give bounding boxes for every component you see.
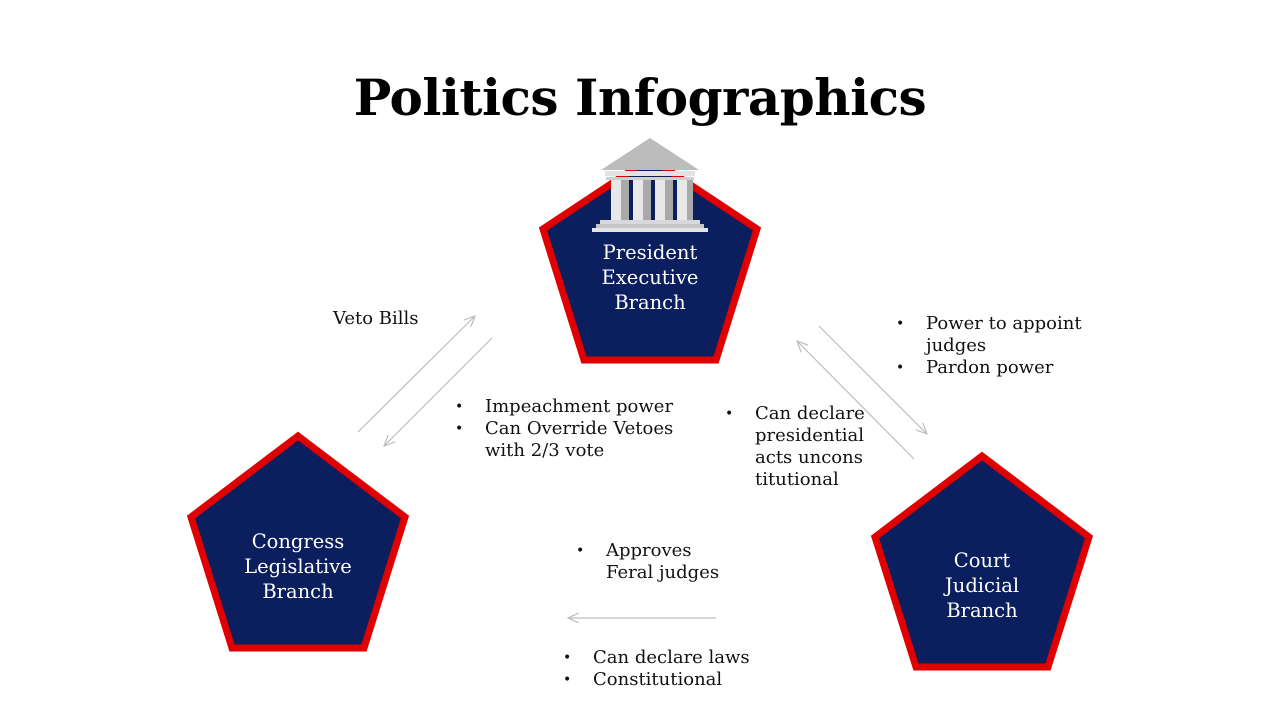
government-building-icon (592, 138, 708, 232)
judicial-pentagon (870, 451, 1094, 671)
executive-pentagon (538, 153, 762, 364)
executive-label: President Executive Branch (601, 241, 699, 314)
arrow-president-to-congress (384, 337, 493, 446)
list-item: Impeachment power (455, 396, 685, 418)
court-to-congress-list: Can declare laws Constitutional (563, 647, 783, 691)
legislative-label: Congress Legislative Branch (244, 530, 352, 603)
list-item: Can Override Vetoes with 2/3 vote (455, 418, 685, 462)
arrow-president-to-court (818, 325, 927, 434)
court-to-president-list: Can declare presidential acts unconstitu… (725, 403, 867, 491)
veto-bills-label: Veto Bills (333, 308, 419, 329)
list-item: Can declare laws (563, 647, 783, 669)
list-item: Power to appoint judges (896, 313, 1096, 357)
list-item: Constitutional (563, 669, 783, 691)
legislative-pentagon (186, 431, 410, 652)
list-item: Pardon power (896, 357, 1096, 379)
president-to-court-list: Power to appoint judges Pardon power (896, 313, 1096, 379)
list-item: Approves Feral judges (576, 540, 726, 584)
arrow-court-to-president (797, 341, 915, 460)
list-item: Can declare presidential acts unconstitu… (725, 403, 867, 491)
arrow-congress-to-president (357, 316, 475, 433)
page-title: Politics Infographics (353, 68, 927, 127)
congress-to-court-list: Approves Feral judges (576, 540, 726, 584)
congress-to-president-list: Impeachment power Can Override Vetoes wi… (455, 396, 685, 462)
judicial-label: Court Judicial Branch (944, 549, 1020, 622)
